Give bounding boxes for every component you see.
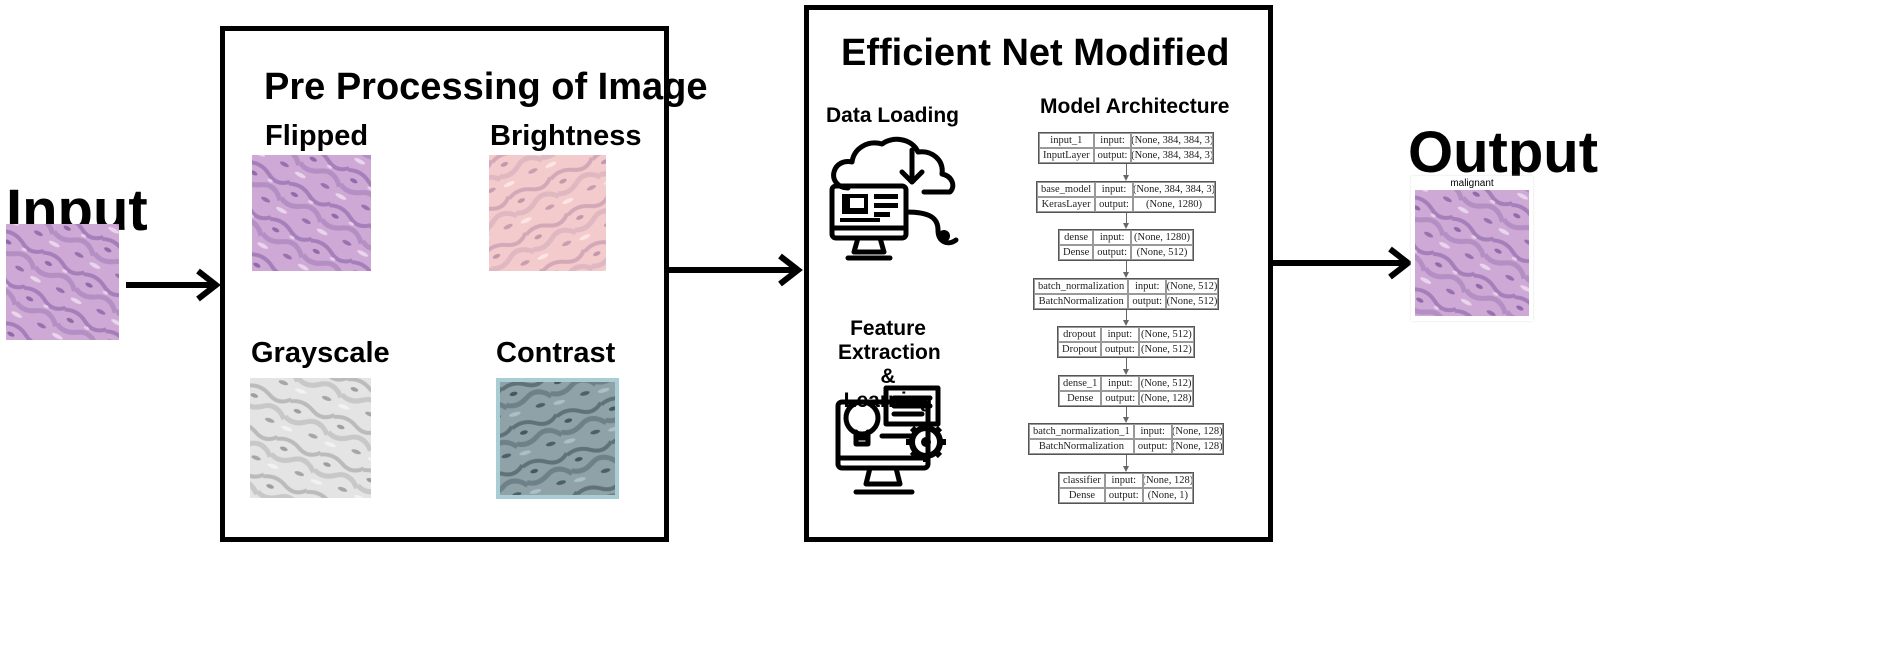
layer-connector: [1126, 261, 1127, 272]
layer-name: batch_normalization_1: [1029, 424, 1134, 439]
layer-out-label: output:: [1093, 148, 1132, 163]
flipped-label: Flipped: [265, 120, 369, 152]
layer-connector: [1126, 309, 1127, 320]
layer-connector: [1126, 164, 1127, 175]
layer-in-label: input:: [1095, 181, 1133, 197]
cloud-computer-icon: [829, 136, 959, 261]
layer-in-label: input:: [1101, 327, 1139, 342]
contrast-image: [496, 378, 619, 499]
arrow-to-output: [1272, 246, 1413, 280]
layer-input-shape: [(None, 384, 384, 3)]: [1131, 133, 1213, 148]
layer-arrowhead: [1123, 465, 1129, 472]
contrast-label: Contrast: [496, 337, 616, 369]
prediction-label: malignant: [1450, 178, 1494, 189]
layer-type: Dropout: [1058, 342, 1101, 357]
layer-out-label: output:: [1101, 342, 1139, 357]
layer-input-shape: (None, 512): [1138, 327, 1194, 342]
layer-output-shape: (None, 512): [1166, 293, 1218, 309]
output-label: Output: [1408, 120, 1599, 185]
layer-out-label: output:: [1104, 487, 1143, 503]
grayscale-label: Grayscale: [251, 337, 390, 369]
arrow-to-preprocessing: [126, 268, 221, 302]
layer-in-label: input:: [1128, 278, 1167, 294]
layer-output-shape: (None, 512): [1131, 245, 1193, 260]
layer-name: dropout: [1058, 327, 1101, 342]
layer-type: BatchNormalization: [1034, 293, 1129, 309]
layer-connector: [1126, 406, 1127, 417]
layer-output-shape: (None, 1): [1142, 487, 1193, 503]
layer-output-shape: (None, 512): [1138, 342, 1194, 357]
arrow-to-model: [668, 253, 803, 287]
layer-type: Dense: [1059, 487, 1105, 503]
layer-input-shape: (None, 1280): [1131, 230, 1193, 245]
layer-connector: [1126, 358, 1127, 369]
layer-out-label: output:: [1095, 196, 1133, 212]
layer-connector: [1126, 212, 1127, 223]
model-title: Efficient Net Modified: [841, 32, 1230, 74]
layer-out-label: output:: [1101, 390, 1140, 406]
layer-type: InputLayer: [1039, 148, 1094, 163]
layer-type: Dense: [1059, 390, 1102, 406]
layer-type: BatchNormalization: [1029, 439, 1134, 454]
output-card: malignant: [1411, 176, 1533, 321]
architecture-title: Model Architecture: [1040, 95, 1230, 118]
preprocessing-title: Pre Processing of Image: [264, 66, 708, 108]
layer-in-label: input:: [1104, 472, 1143, 488]
layer-out-label: output:: [1133, 439, 1172, 454]
layer-out-label: output:: [1093, 245, 1132, 260]
layer-in-label: input:: [1101, 375, 1140, 391]
output-image: [1415, 190, 1529, 316]
layer-input-shape: (None, 512): [1166, 278, 1218, 294]
layer-arrowhead: [1123, 320, 1129, 326]
layer-name: dense_1: [1059, 375, 1102, 391]
layer-input-shape: (None, 384, 384, 3): [1132, 181, 1215, 197]
layer-input-shape: (None, 512): [1139, 375, 1193, 391]
brightness-image: [489, 155, 606, 271]
layer-arrowhead: [1123, 368, 1129, 375]
layer-connector: [1126, 455, 1127, 466]
layer-output-shape: [(None, 384, 384, 3)]: [1131, 148, 1213, 163]
layer-type: KerasLayer: [1037, 196, 1096, 212]
layer-output-shape: (None, 1280): [1132, 196, 1215, 212]
layer-name: base_model: [1037, 181, 1096, 197]
layer-out-label: output:: [1128, 293, 1167, 309]
layer-arrowhead: [1123, 174, 1129, 181]
layer-type: Dense: [1059, 245, 1094, 260]
layer-in-label: input:: [1093, 230, 1132, 245]
flipped-image: [252, 155, 371, 271]
grayscale-image: [250, 378, 371, 498]
lightbulb-gear-icon: [835, 385, 946, 495]
layer-arrowhead: [1123, 417, 1129, 423]
layer-name: classifier: [1059, 472, 1105, 488]
layer-input-shape: (None, 128): [1142, 472, 1193, 488]
layer-arrowhead: [1123, 223, 1129, 229]
layer-name: dense: [1059, 230, 1094, 245]
layer-output-shape: (None, 128): [1139, 390, 1193, 406]
brightness-label: Brightness: [490, 120, 642, 152]
layer-in-label: input:: [1093, 133, 1132, 148]
layer-name: input_1: [1039, 133, 1094, 148]
layer-input-shape: (None, 128): [1171, 424, 1223, 439]
data-loading-label: Data Loading: [826, 104, 960, 127]
layer-in-label: input:: [1133, 424, 1172, 439]
layer-arrowhead: [1123, 271, 1129, 278]
input-image: [6, 224, 119, 340]
layer-output-shape: (None, 128): [1171, 439, 1223, 454]
layer-name: batch_normalization: [1034, 278, 1129, 294]
